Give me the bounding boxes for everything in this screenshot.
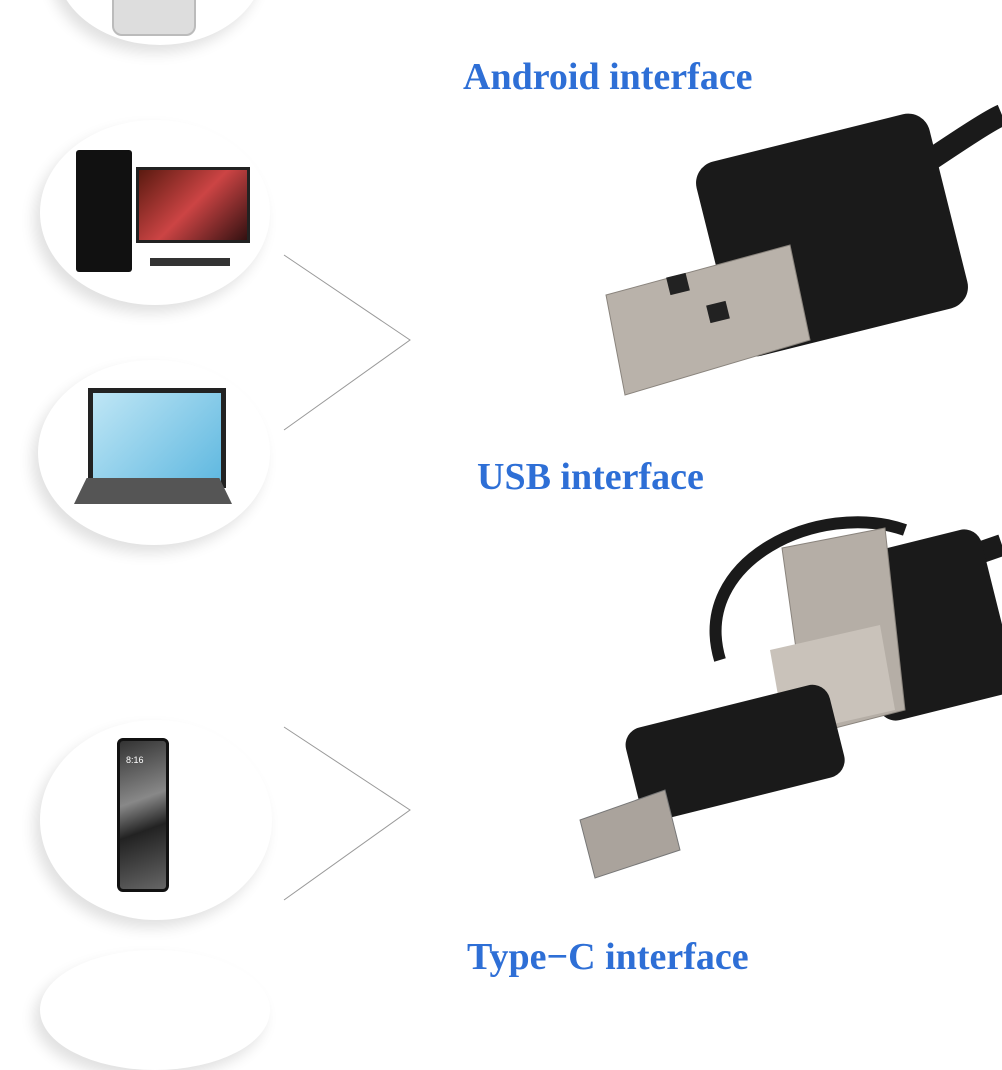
desktop-monitor [136,167,250,243]
desktop-keyboard [150,258,230,266]
desktop-tower [76,150,132,272]
connector-lines [283,104,1002,901]
phone-top-image [112,0,196,36]
phone-clock: 8:16 [126,755,144,765]
laptop-base [74,478,232,504]
phone-image: 8:16 [117,738,169,892]
typec-interface-label: Type−C interface [467,936,749,978]
usb-interface-label: USB interface [477,456,704,498]
android-interface-label: Android interface [463,56,753,98]
